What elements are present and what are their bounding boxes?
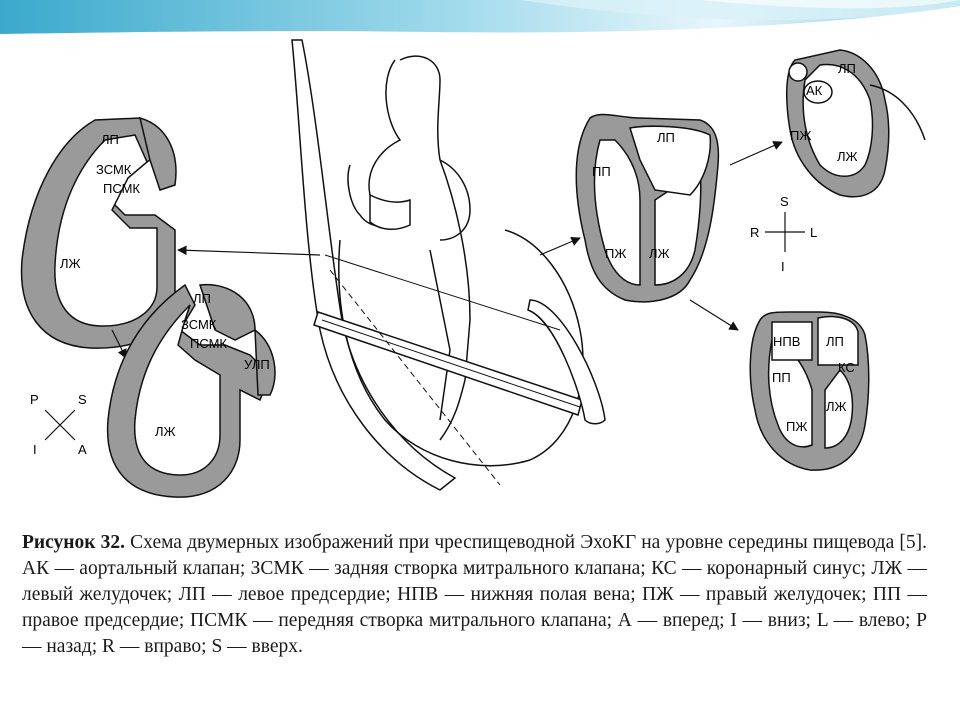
label-pp-1: ПП (592, 164, 611, 179)
axis-label-a: A (78, 442, 87, 457)
label-lp-2: ЛП (193, 291, 211, 306)
caption-label: Рисунок 32. (22, 532, 126, 553)
orientation-cross-left (44, 409, 76, 441)
tee-diagram: ЛП ЗСМК ПСМК ЛЖ ЛП ЗСМК ПСМК УЛП ЛЖ P S … (20, 39, 926, 498)
bicaval-view (749, 311, 870, 471)
arrow-down-left (111, 329, 127, 359)
axis-label-r: R (750, 225, 759, 240)
axis-label-i-left: I (33, 442, 37, 457)
label-ks: КС (838, 360, 855, 375)
axis-label-l: L (810, 225, 817, 240)
left-ventricle-view-bottom (106, 283, 276, 498)
label-psmk-1: ПСМК (103, 181, 140, 196)
axis-label-p: P (30, 392, 39, 407)
label-lzh-2: ЛЖ (155, 424, 176, 439)
label-zsmk-2: ЗСМК (181, 317, 217, 332)
axis-label-s-right: S (780, 194, 789, 209)
label-ulp: УЛП (244, 357, 270, 372)
figure-caption: Рисунок 32. Схема двумерных изображений … (22, 530, 927, 660)
label-lp-3: ЛП (657, 130, 675, 145)
axis-label-i-right: I (781, 259, 785, 274)
arrow-to-left (177, 245, 321, 256)
label-psmk-2: ПСМК (190, 336, 227, 351)
orientation-cross-right (765, 212, 805, 252)
caption-text: Схема двумерных изображений при чреспище… (22, 532, 928, 657)
label-npv: НПВ (773, 334, 800, 349)
aortic-valve-view (785, 49, 926, 198)
left-ventricle-view-top (20, 116, 177, 349)
label-pzh-2: ПЖ (790, 128, 811, 143)
axis-label-s-left: S (78, 392, 87, 407)
four-chamber-view (575, 113, 720, 303)
central-heart (291, 39, 584, 491)
label-lzh-1: ЛЖ (60, 256, 81, 271)
scan-plane-lines (324, 254, 561, 486)
label-ak: АК (806, 83, 823, 98)
label-pzh-3: ПЖ (786, 419, 807, 434)
label-lzh-3: ЛЖ (649, 246, 670, 261)
label-lp-4: ЛП (838, 61, 856, 76)
label-lzh-4: ЛЖ (837, 149, 858, 164)
label-pzh-1: ПЖ (605, 246, 626, 261)
label-pp-2: ПП (772, 370, 791, 385)
tee-probe (313, 299, 606, 425)
arrow-to-bottom-right (689, 299, 739, 331)
arrow-to-four-chamber (539, 236, 581, 256)
label-lzh-5: ЛЖ (826, 399, 847, 414)
label-lp-5: ЛП (826, 334, 844, 349)
label-lp-1: ЛП (101, 132, 119, 147)
label-zsmk-1: ЗСМК (96, 162, 132, 177)
decorative-banner (0, 0, 960, 34)
arrow-to-top-right (729, 141, 783, 166)
